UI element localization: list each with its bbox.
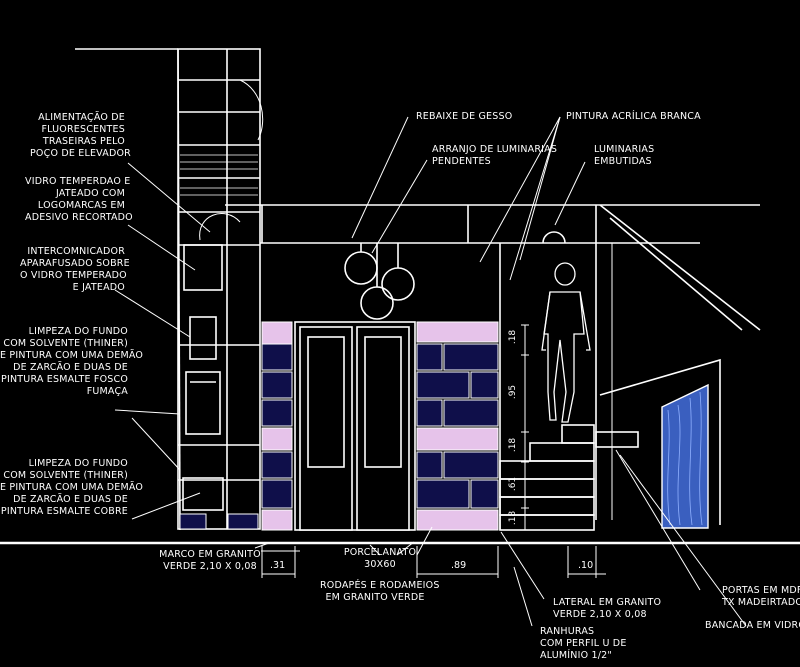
label-rodapes: RODAPÉS E RODAMEIOS EM GRANITO VERDE — [320, 580, 440, 603]
glass-door — [661, 383, 709, 529]
label-bancada: BANCADA EM VIDRO — [705, 620, 800, 631]
label-marco: MARCO EM GRANITO VERDE 2,10 X 0,08 — [159, 549, 261, 572]
vdim-18c: .18 — [508, 510, 519, 526]
label-arranjo: ARRANJO DE LUMINARIAS PENDENTES — [432, 144, 558, 167]
dim-31: .31 — [270, 560, 286, 571]
door-panel-right — [364, 336, 402, 468]
label-portas: PORTAS EM MDF TX MADEIRTADO — [722, 585, 800, 608]
vdim-18a: .18 — [508, 329, 519, 345]
label-lateral: LATERAL EM GRANITO VERDE 2,10 X 0,08 — [553, 597, 662, 620]
intercom-panel — [183, 244, 223, 291]
column-outline — [177, 48, 261, 530]
label-intercomunicador: INTERCOMNICADOR APARAFUSADO SOBRE O VIDR… — [20, 246, 130, 293]
glass-counter — [595, 431, 639, 448]
label-rebaixe: REBAIXE DE GESSO — [416, 111, 513, 122]
dim-89: .89 — [451, 560, 467, 571]
label-luminarias: LUMINARIAS EMBUTIDAS — [594, 144, 655, 167]
human-figure — [541, 262, 591, 423]
vdim-95: .95 — [508, 384, 519, 400]
stair — [561, 424, 595, 444]
label-vidro: VIDRO TEMPERDAO E JATEADO COM LOGOMARCAS… — [25, 176, 133, 223]
pendant-lamp — [344, 251, 378, 285]
label-alimentacao: ALIMENTAÇÃO DE FLUORESCENTES TRASEIRAS P… — [30, 112, 131, 159]
label-limpeza-1: LIMPEZA DO FUNDO COM SOLVENTE (THINER) E… — [0, 326, 144, 397]
label-ranhuras: RANHURAS COM PERFIL U DE ALUMÍNIO 1/2" — [540, 626, 627, 661]
label-pintura: PINTURA ACRÍLICA BRANCA — [566, 111, 701, 122]
left-wall-tiles — [261, 321, 293, 531]
vdim-18b: .18 — [508, 437, 519, 453]
vdim-61: .61 — [508, 476, 519, 492]
label-limpeza-2: LIMPEZA DO FUNDO COM SOLVENTE (THINER) E… — [0, 458, 144, 517]
right-wall-tiles — [416, 321, 499, 531]
label-porcelanato: PORCELANATO 30X60 — [343, 547, 417, 570]
door-panel-left — [307, 336, 345, 468]
dim-10: .10 — [578, 560, 594, 571]
